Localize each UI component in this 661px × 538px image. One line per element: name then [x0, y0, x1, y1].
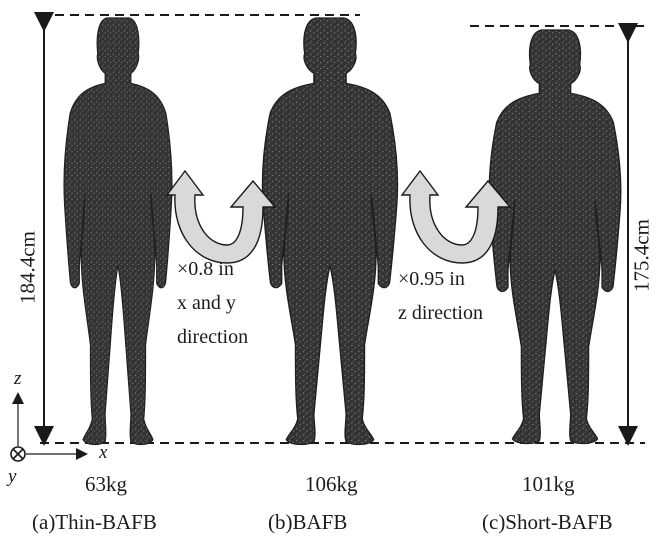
caption-short-bafb: (c)Short-BAFB: [482, 510, 613, 535]
transform-note-bc-line2: z direction: [398, 296, 483, 330]
caption-thin-bafb: (a)Thin-BAFB: [32, 510, 157, 535]
z-axis-label: z: [14, 368, 21, 390]
transform-note-bc: ×0.95 in z direction: [398, 262, 483, 330]
transform-note-ab-line2: x and y: [177, 286, 248, 320]
mass-bafb: 106kg: [305, 472, 358, 497]
transform-note-ab-line3: direction: [177, 320, 248, 354]
transform-note-ab: ×0.8 in x and y direction: [177, 252, 248, 354]
height-label-left: 184.4cm: [16, 228, 41, 308]
body-bafb: [262, 18, 397, 444]
body-short-bafb: [489, 30, 621, 444]
body-thin-bafb: [64, 18, 172, 444]
mass-thin-bafb: 63kg: [85, 472, 127, 497]
height-label-right: 175.4cm: [630, 216, 655, 296]
curved-arrow-ab-icon: [167, 171, 275, 263]
transform-note-ab-line1: ×0.8 in: [177, 252, 248, 286]
y-axis-label: y: [8, 466, 16, 488]
x-axis-label: x: [99, 442, 107, 464]
mass-short-bafb: 101kg: [522, 472, 575, 497]
caption-bafb: (b)BAFB: [268, 510, 347, 535]
transform-note-bc-line1: ×0.95 in: [398, 262, 483, 296]
